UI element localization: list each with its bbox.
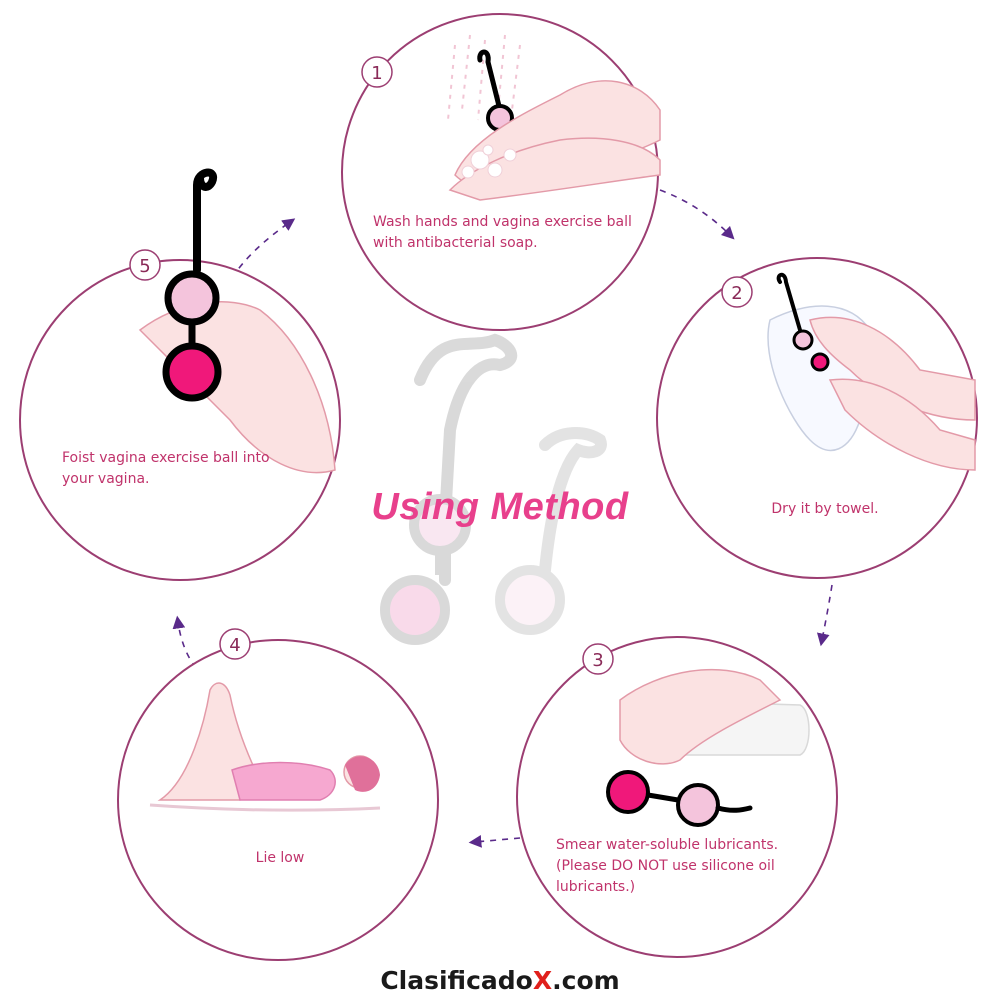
step-number-badge-4: 4 [219,628,251,660]
step-number-1: 1 [371,63,382,84]
diagram-title: Using Method [371,486,629,528]
arrow-2-to-3 [816,584,833,647]
step-4-caption: Lie low [255,850,305,866]
step-number-badge-2: 2 [721,276,753,308]
step-5-caption: Foist vagina exercise ball into your vag… [62,450,270,487]
step-1-caption: Wash hands and vagina exercise ball with… [373,214,632,251]
watermark: ClasificadoX.com [300,966,700,995]
arrow-3-to-4 [468,835,521,848]
step-number-2: 2 [731,283,742,304]
step-1-illustration [447,34,661,201]
arrow-1-to-2 [659,189,735,240]
arrow-4-to-5 [172,615,197,669]
step-3-illustration [606,668,810,827]
step-4-illustration [149,682,381,812]
step-number-badge-5: 5 [129,249,161,281]
step-number-4: 4 [229,635,240,656]
step-3-caption: Smear water-soluble lubricants. (Please … [556,837,779,895]
step-2-illustration [767,272,976,471]
step-5-illustration [138,168,336,474]
step-number-3: 3 [592,650,603,671]
watermark-accent: X [532,966,553,995]
step-number-5: 5 [139,256,150,277]
arrow-5-to-1 [231,218,296,279]
step-2-caption: Dry it by towel. [771,501,879,517]
watermark-prefix: Clasificado [380,966,533,995]
center-balls-illustration [380,333,607,645]
step-number-badge-3: 3 [582,643,614,675]
watermark-suffix: .com [552,966,620,995]
step-number-badge-1: 1 [361,56,393,88]
